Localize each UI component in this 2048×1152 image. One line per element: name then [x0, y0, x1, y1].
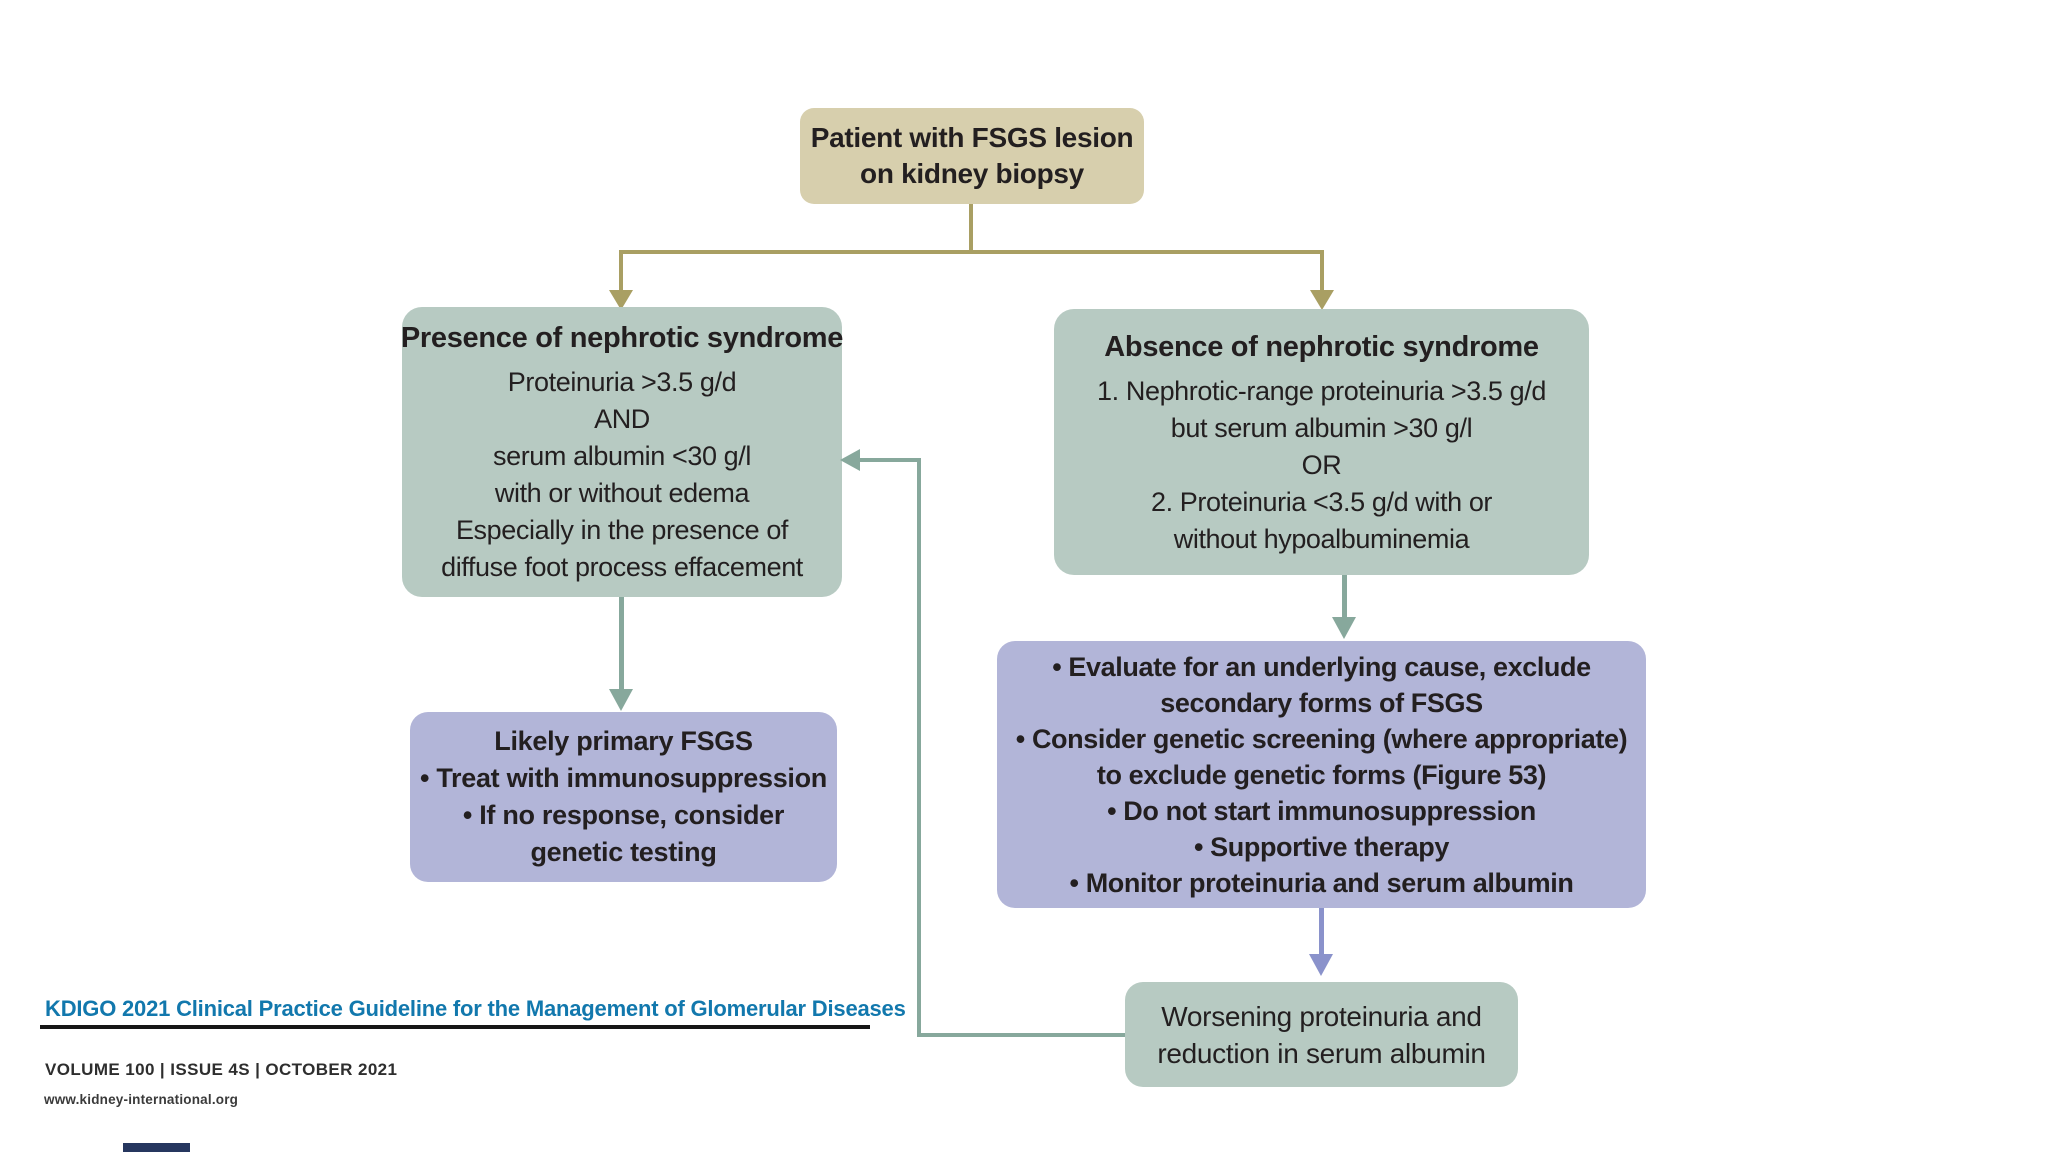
presence-line: diffuse foot process effacement — [441, 552, 803, 582]
likely-primary-fsgs-box: Likely primary FSGS • Treat with immunos… — [410, 712, 837, 882]
evaluate-line: • Do not start immunosuppression — [1107, 795, 1536, 826]
root-box-fsgs-lesion: Patient with FSGS lesion on kidney biops… — [800, 108, 1144, 204]
bottom-navy-bar — [123, 1143, 190, 1152]
arrowhead-to-absence-icon — [1310, 290, 1334, 310]
footer-divider — [40, 1025, 870, 1029]
presence-line: serum albumin <30 g/l — [493, 441, 751, 471]
absence-line: without hypoalbuminemia — [1173, 523, 1470, 554]
evaluate-line: secondary forms of FSGS — [1160, 687, 1483, 718]
arrowhead-to-worsening-icon — [1309, 954, 1333, 976]
evaluate-line: • Consider genetic screening (where appr… — [1015, 723, 1628, 754]
absence-line: OR — [1301, 449, 1342, 480]
connector-evaluate-to-worsening — [1319, 908, 1324, 956]
absence-line: 2. Proteinuria <3.5 g/d with or — [1150, 486, 1493, 517]
worsening-line: Worsening proteinuria and — [1161, 1000, 1482, 1032]
website-label: www.kidney-international.org — [44, 1092, 239, 1107]
primary-line: • If no response, consider — [462, 800, 785, 830]
connector-feedback-bottom — [917, 1033, 1125, 1037]
arrowhead-to-primary-icon — [609, 689, 633, 711]
evaluate-line: to exclude genetic forms (Figure 53) — [1096, 759, 1547, 790]
primary-line: Likely primary FSGS — [494, 726, 753, 756]
absence-nephrotic-syndrome-box: Absence of nephrotic syndrome 1. Nephrot… — [1054, 309, 1589, 575]
presence-line: with or without edema — [494, 478, 750, 508]
evaluate-line: • Supportive therapy — [1194, 831, 1449, 862]
arrowhead-to-evaluate-icon — [1332, 617, 1356, 639]
volume-issue-label: VOLUME 100 | ISSUE 4S | OCTOBER 2021 — [45, 1060, 398, 1079]
presence-line: AND — [594, 404, 650, 434]
absence-line: 1. Nephrotic-range proteinuria >3.5 g/d — [1097, 375, 1546, 406]
evaluate-line: • Monitor proteinuria and serum albumin — [1069, 867, 1574, 898]
primary-line: genetic testing — [530, 837, 717, 867]
presence-line: Proteinuria >3.5 g/d — [507, 367, 737, 397]
arrowhead-to-presence-icon — [609, 290, 633, 310]
evaluate-line: • Evaluate for an underlying cause, excl… — [1052, 651, 1591, 682]
connector-feedback-vertical — [917, 458, 921, 1037]
connector-root-trunk — [969, 204, 973, 252]
connector-feedback-top — [858, 458, 921, 462]
connector-absence-to-evaluate — [1342, 575, 1347, 619]
presence-title: Presence of nephrotic syndrome — [400, 322, 844, 354]
root-box-line: Patient with FSGS lesion — [810, 122, 1134, 153]
guideline-title: KDIGO 2021 Clinical Practice Guideline f… — [45, 996, 906, 1021]
worsening-proteinuria-box: Worsening proteinuria and reduction in s… — [1125, 982, 1518, 1087]
absence-line: but serum albumin >30 g/l — [1170, 412, 1473, 443]
presence-line: Especially in the presence of — [455, 515, 789, 545]
connector-branch-left-vertical — [619, 250, 623, 292]
worsening-line: reduction in serum albumin — [1157, 1037, 1486, 1069]
absence-title: Absence of nephrotic syndrome — [1104, 330, 1539, 363]
root-box-line: on kidney biopsy — [860, 158, 1084, 189]
primary-line: • Treat with immunosuppression — [419, 763, 827, 793]
connector-branch-horizontal — [619, 250, 1324, 254]
evaluate-underlying-cause-box: • Evaluate for an underlying cause, excl… — [997, 641, 1646, 908]
arrowhead-to-presence-feedback-icon — [840, 449, 860, 471]
presence-nephrotic-syndrome-box: Presence of nephrotic syndrome Proteinur… — [400, 307, 844, 597]
connector-presence-to-primary — [619, 597, 624, 691]
connector-branch-right-vertical — [1320, 250, 1324, 292]
